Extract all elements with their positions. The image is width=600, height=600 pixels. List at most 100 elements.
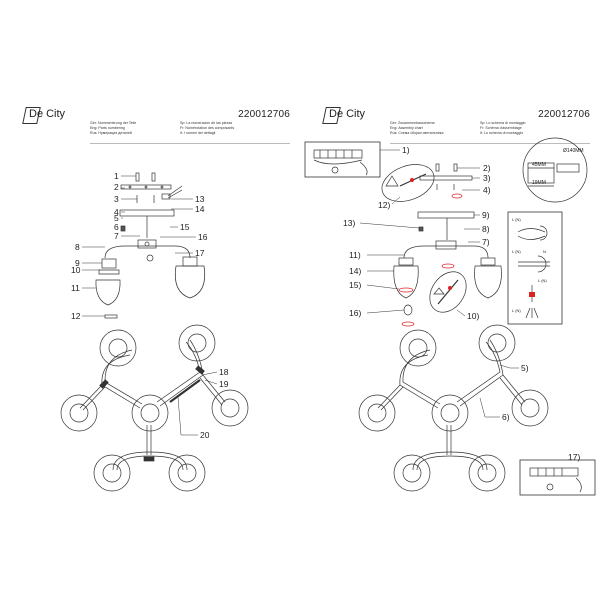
arm-curve — [104, 349, 143, 405]
plan-leader-lines — [177, 371, 218, 436]
legend-text: Sp: Lo schema di montaggio — [480, 121, 526, 125]
legend-row: Ger: Zusammenbauschema Sp: Lo schema di m… — [390, 121, 595, 126]
glass-shade — [474, 265, 502, 299]
glass-shade — [393, 265, 419, 299]
center-disc-inner — [440, 403, 460, 423]
part-label-8: 8 — [75, 242, 80, 252]
lamp-disc — [358, 394, 396, 432]
wire-label-ln: L (N) — [512, 217, 521, 222]
red-ring — [451, 193, 463, 199]
lamp-holder — [182, 256, 198, 267]
leader-lines — [359, 149, 519, 418]
part-label-17: 17 — [195, 248, 205, 258]
light-bulb — [403, 304, 413, 316]
product-code: 220012706 — [238, 109, 290, 120]
legend-text: Ger: Nummerierung der Teile — [90, 121, 137, 125]
legend: Ger: Zusammenbauschema Sp: Lo schema di m… — [390, 121, 595, 136]
arm-segment — [199, 377, 223, 406]
hub-screw — [144, 241, 150, 247]
step-label-3: 3) — [483, 173, 491, 183]
hand-tool-icon — [331, 166, 339, 174]
wire-label-ln: L (N) — [538, 278, 547, 283]
detail-oval — [381, 164, 435, 202]
legend-text: Eng: Assembly chart — [390, 126, 423, 130]
leader-line — [499, 364, 519, 369]
glass-shade — [95, 279, 121, 306]
dimension-circle — [522, 137, 588, 203]
arm-hub — [435, 240, 457, 250]
lamp-disc-inner — [520, 398, 540, 418]
header-rule — [390, 143, 590, 144]
red-ring — [401, 321, 415, 327]
lamp-disc-inner — [402, 463, 422, 483]
part-label-13: 13 — [195, 194, 205, 204]
step-label-9: 9) — [482, 210, 490, 220]
arm-segment — [82, 386, 106, 411]
plan-view — [358, 324, 549, 492]
terminal-block-detail — [304, 141, 381, 178]
wire-end — [533, 307, 539, 319]
lamp-holder — [101, 258, 117, 269]
part-label-3: 3 — [114, 194, 119, 204]
part-label-2: 2 — [114, 182, 119, 192]
arm-curve — [416, 455, 484, 471]
part-label-12: 12 — [71, 311, 81, 321]
part-label-10: 10 — [71, 265, 81, 275]
legend-text: Fr: Numérotation des composants — [180, 126, 235, 130]
bracket-hole — [160, 185, 164, 189]
step-label-10: 10) — [467, 311, 479, 321]
parts-numbering-sheet: De City 220012706 Ger: Nummerierung der … — [22, 107, 295, 492]
lamp-disc — [168, 454, 206, 492]
brand-name: De City — [329, 108, 366, 120]
arm-segment — [202, 374, 226, 403]
screw-part — [435, 163, 440, 172]
mounting-screws — [120, 172, 172, 203]
canopy-profile — [556, 163, 580, 173]
detail-box — [507, 211, 563, 325]
leader-line — [366, 309, 405, 314]
screw-part — [151, 172, 156, 182]
hub-knob — [146, 254, 154, 262]
center-disc-inner — [140, 403, 160, 423]
leader-line — [177, 396, 198, 436]
wire — [167, 185, 183, 197]
bulb-ring — [104, 314, 118, 319]
lamp-disc — [93, 454, 131, 492]
warning-icon — [385, 175, 399, 187]
center-disc — [431, 394, 469, 432]
part-label-4: 4 — [114, 207, 119, 217]
lamp-disc — [211, 389, 249, 427]
bracket-outline — [527, 162, 555, 184]
bracket-hole — [144, 185, 148, 189]
step-label-17: 17) — [568, 452, 580, 462]
lamp-socket-ring — [98, 269, 120, 275]
lamp-disc-inner — [367, 403, 387, 423]
wire-end — [525, 307, 531, 319]
terminal-block-detail-17 — [519, 459, 596, 496]
glass-shade — [174, 265, 206, 299]
step-label-1: 1) — [402, 145, 410, 155]
plan-view — [60, 324, 249, 492]
lamp-disc-inner — [108, 338, 128, 358]
leader-line — [479, 397, 500, 418]
red-ring — [398, 287, 414, 293]
lamp-disc-inner — [177, 463, 197, 483]
lamp-disc-inner — [220, 398, 240, 418]
ceiling-dimension-detail — [522, 137, 588, 203]
canopy — [119, 209, 175, 217]
brand-logo: De City — [22, 107, 65, 124]
part-label-16: 16 — [198, 232, 208, 242]
legend-text: It: Lo schema di montaggio — [480, 131, 524, 135]
detail-box — [304, 141, 381, 178]
detail-box — [519, 459, 596, 496]
part-label-15: 15 — [180, 222, 190, 232]
arrow — [575, 477, 582, 493]
arm-curve — [399, 354, 439, 409]
legend-text: Sp: La numeración de las piezas — [180, 121, 233, 125]
legend-text: Ger: Zusammenbauschema — [390, 121, 435, 125]
step-label-11: 11) — [349, 250, 361, 260]
lamp-arm — [104, 245, 191, 259]
leader-line — [204, 379, 218, 385]
